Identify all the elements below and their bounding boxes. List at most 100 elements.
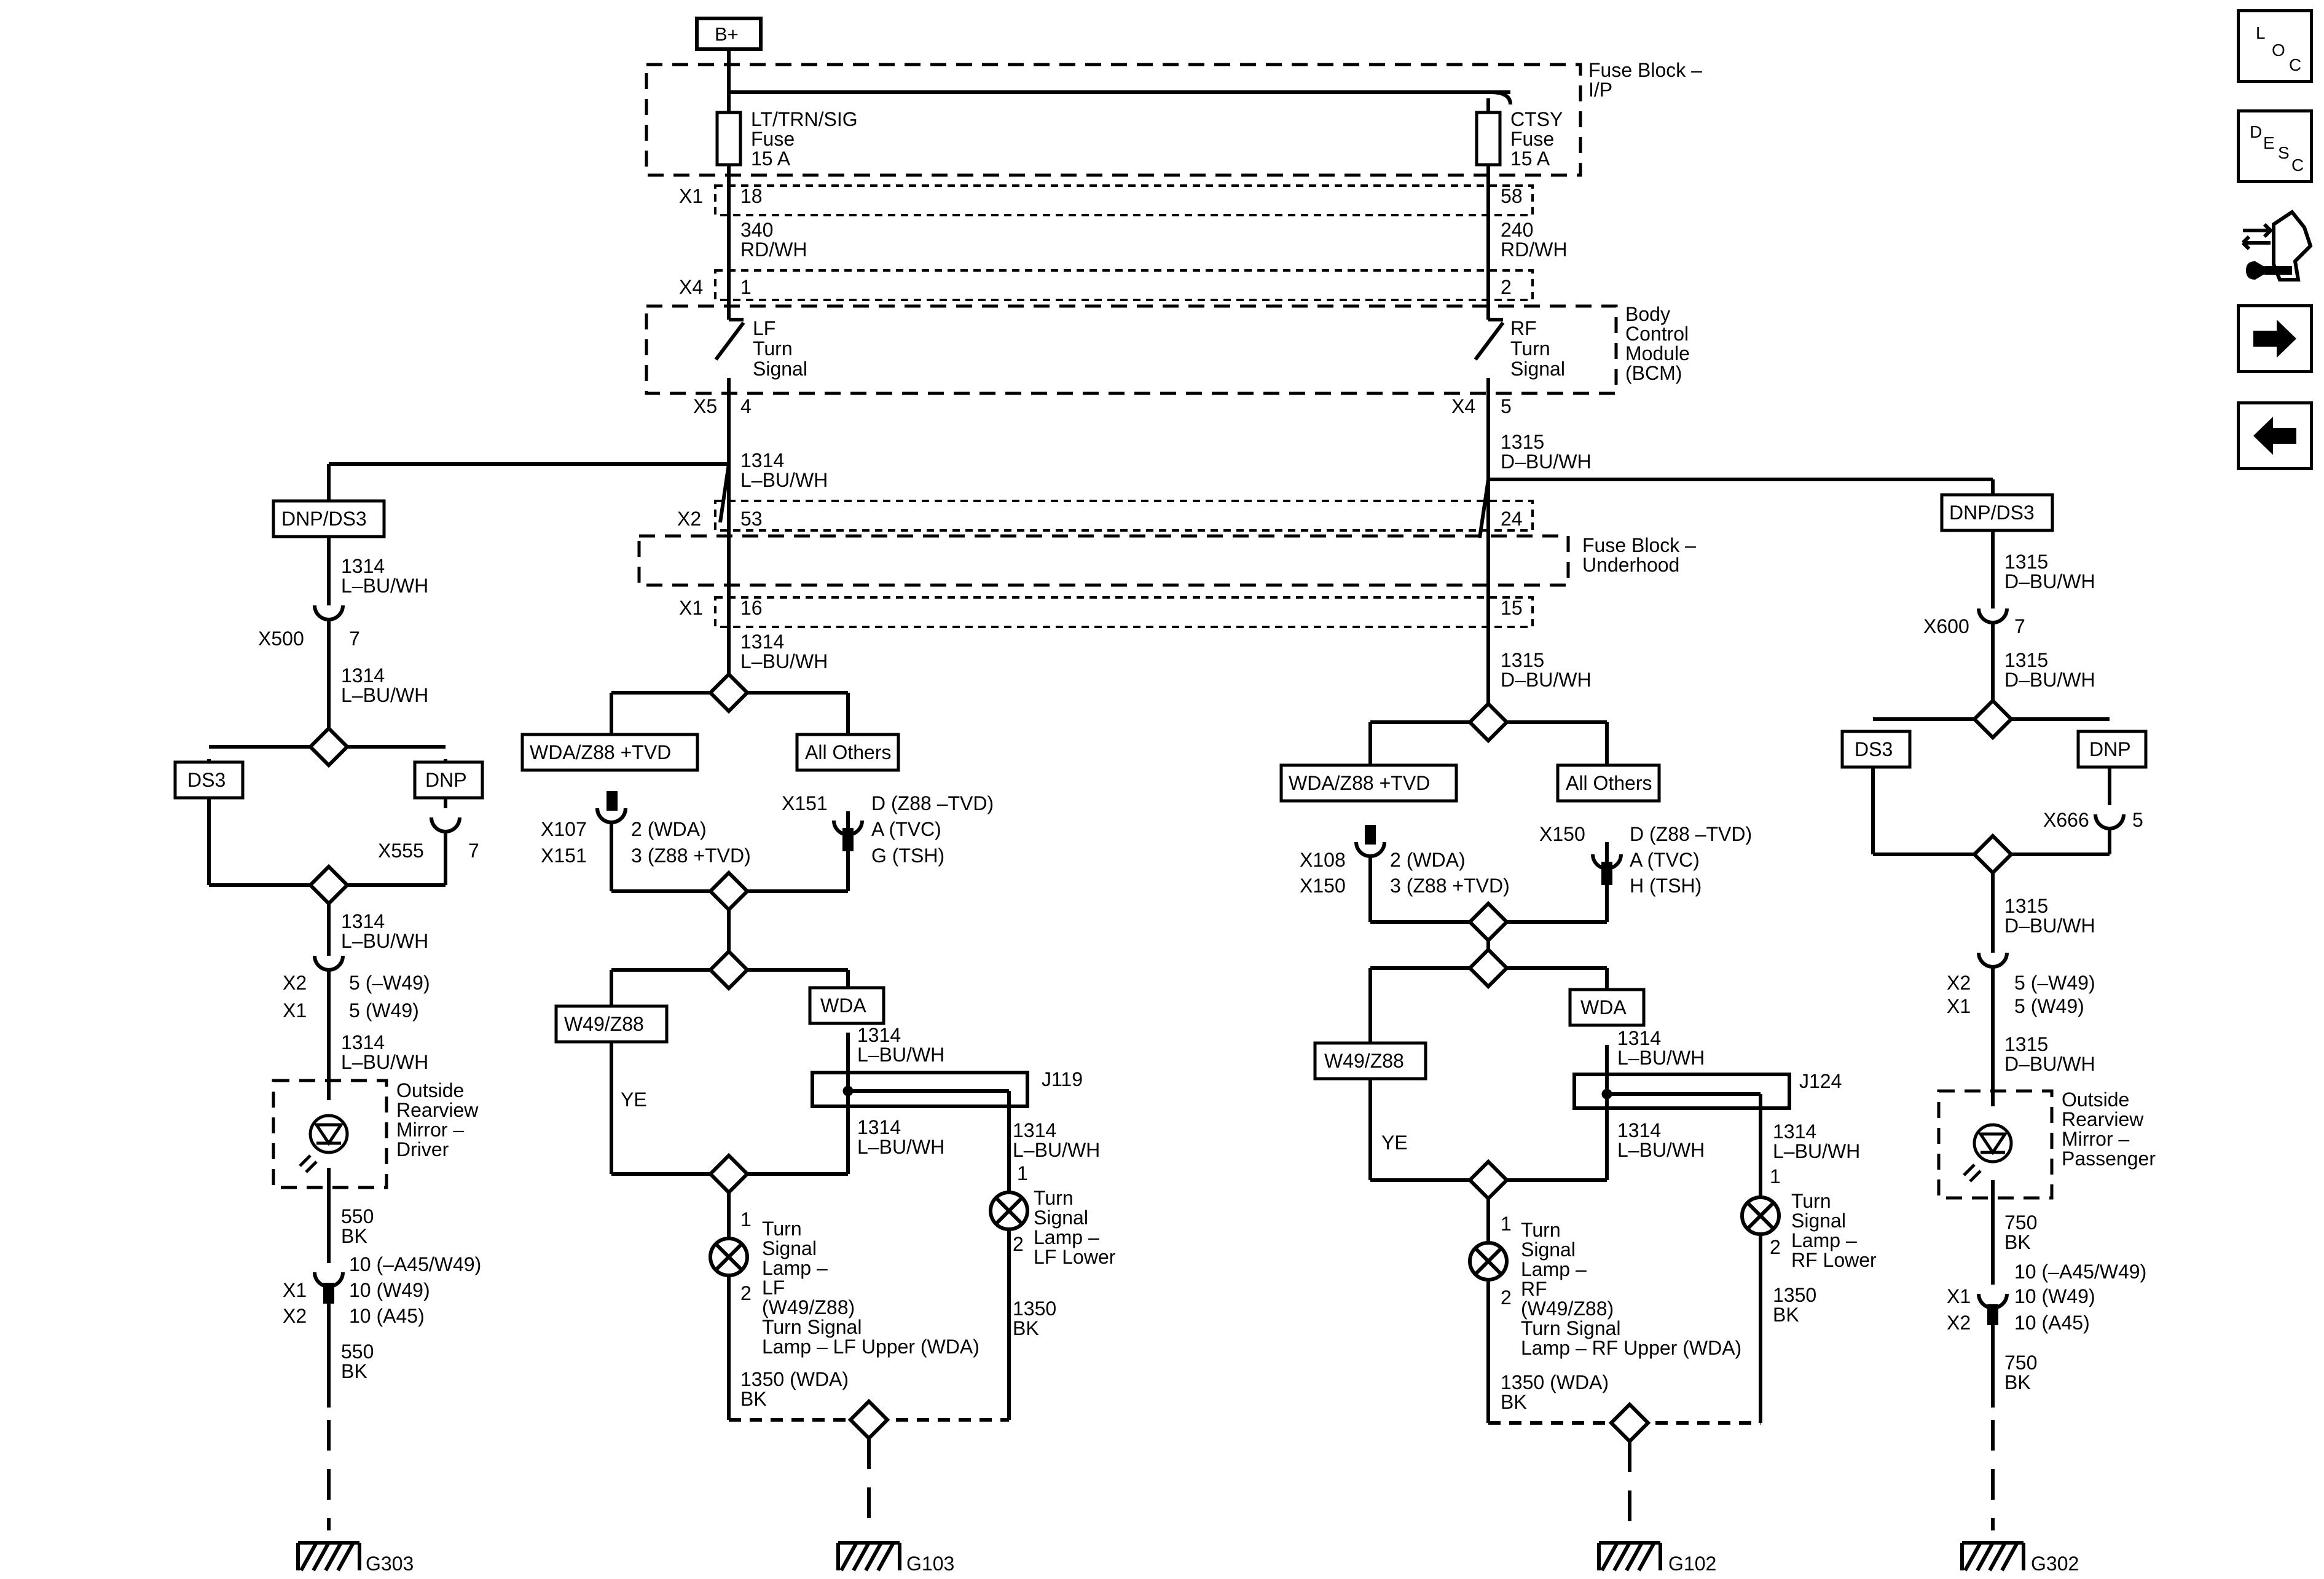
next-page-button[interactable]	[2237, 304, 2313, 373]
conn-label: X1	[1947, 995, 1971, 1017]
wire-number: 1350	[1773, 1284, 1816, 1306]
option-label: WDA	[1580, 996, 1627, 1018]
option-label: DNP/DS3	[1949, 502, 2035, 524]
wire-color: L–BU/WH	[1617, 1047, 1705, 1069]
wire-color: YE	[1381, 1132, 1408, 1154]
pin-label: 3 (Z88 +TVD)	[1390, 875, 1510, 897]
bcm-label: Control	[1625, 323, 1689, 345]
conn-label: X151	[782, 792, 828, 814]
lamp-label: Turn	[1791, 1190, 1831, 1212]
pin-label: 10 (–A45/W49)	[349, 1253, 481, 1275]
prev-page-button[interactable]	[2237, 401, 2313, 470]
fuse-block-uh-label: Fuse Block –	[1582, 534, 1696, 556]
conn-label: X150	[1300, 875, 1346, 897]
wire-number: 750	[2004, 1211, 2037, 1234]
wire-number: 1315	[1501, 431, 1544, 453]
mirror-label: Outside	[396, 1079, 464, 1101]
description-button[interactable]: D E S C	[2237, 109, 2313, 183]
conn-label: X107	[541, 818, 587, 840]
wire-number: 1315	[1501, 649, 1544, 671]
right-mirror-circuit	[1871, 532, 2126, 1530]
lamp-label: LF Lower	[1034, 1246, 1116, 1268]
wire-color: L–BU/WH	[857, 1136, 944, 1158]
arrow-left-icon	[2253, 417, 2296, 455]
conn-label: X5	[693, 395, 717, 417]
wire-color: L–BU/WH	[740, 650, 828, 672]
lf-switch-label: Turn	[753, 337, 793, 360]
component-boxes	[272, 63, 2054, 1200]
pin-label: A (TVC)	[1630, 849, 1700, 871]
ground-label: G303	[366, 1553, 414, 1575]
wire-color: L–BU/WH	[341, 575, 428, 597]
desc-letter: S	[2278, 143, 2290, 162]
desc-letter: D	[2250, 122, 2263, 141]
wire-color: RD/WH	[740, 238, 807, 261]
mirror-lamps	[299, 1114, 2013, 1183]
conn-label: X4	[679, 276, 703, 298]
pin-label: 58	[1501, 185, 1523, 207]
schematic-labels: B+ Fuse Block – I/P LT/TRN/SIG Fuse 15 A…	[187, 23, 2156, 1575]
lamp-label: LF	[762, 1277, 785, 1299]
option-label: DNP	[425, 769, 467, 791]
wire-number: 1314	[341, 1031, 385, 1053]
wire-color: D–BU/WH	[2004, 669, 2095, 691]
conn-label: X555	[378, 840, 424, 862]
wire-number: 1315	[2004, 649, 2048, 671]
pin-label: 5	[2132, 809, 2143, 831]
conn-label: X151	[541, 845, 587, 867]
lamp-label: Turn Signal	[1521, 1317, 1620, 1339]
option-label: DNP	[2089, 738, 2131, 760]
mirror-label: Rearview	[396, 1099, 479, 1121]
wire-number: 240	[1501, 219, 1533, 241]
wire-number: 1350 (WDA)	[1501, 1371, 1609, 1393]
wire-color: BK	[341, 1225, 367, 1247]
wire-color: L–BU/WH	[341, 684, 428, 706]
lamp-label: Turn	[1034, 1187, 1074, 1209]
conn-label: X150	[1539, 823, 1585, 845]
service-tools-button[interactable]	[2237, 203, 2313, 289]
conn-label: X2	[283, 1305, 307, 1327]
pin-label: 7	[349, 628, 360, 650]
pin-label: 2 (WDA)	[631, 818, 707, 840]
lamp-label: Turn Signal	[762, 1316, 862, 1338]
lamp-label: RF Lower	[1791, 1249, 1877, 1271]
pin-label: 1	[1770, 1165, 1781, 1187]
pin-label: 5 (W49)	[2014, 995, 2084, 1017]
arrow-right-icon	[2253, 320, 2296, 358]
conn-label: X1	[283, 1279, 307, 1301]
wire-number: 1314	[740, 631, 784, 653]
wire-number: 1314	[1617, 1119, 1661, 1141]
rf-switch-label: RF	[1510, 317, 1537, 339]
loc-letter: L	[2256, 23, 2266, 42]
pin-label: 2	[1501, 276, 1512, 298]
wire-color: BK	[1501, 1391, 1527, 1413]
ground-symbols	[298, 1543, 2024, 1570]
wire-color: L–BU/WH	[1773, 1140, 1860, 1162]
conn-label: X2	[1947, 1312, 1971, 1334]
conn-label: X108	[1300, 849, 1346, 871]
bcm-label: Body	[1625, 303, 1670, 325]
lamp-label: Lamp –	[1521, 1258, 1587, 1280]
location-button[interactable]: L O C	[2237, 9, 2313, 83]
wire-color: BK	[2004, 1231, 2031, 1253]
mirror-label: Outside	[2062, 1089, 2129, 1111]
fuse-right-type: Fuse	[1510, 128, 1554, 150]
pin-label: D (Z88 –TVD)	[1630, 823, 1752, 845]
pin-label: 7	[468, 840, 479, 862]
pin-label: 5 (W49)	[349, 999, 419, 1022]
pin-label: 24	[1501, 508, 1523, 530]
desc-letter: E	[2263, 133, 2275, 152]
wire-color: L–BU/WH	[341, 1051, 428, 1073]
wire-number: 1314	[1773, 1120, 1816, 1143]
wire-color: BK	[2004, 1371, 2031, 1393]
lamp-label: (W49/Z88)	[1521, 1297, 1614, 1320]
lf-switch-label: Signal	[753, 358, 807, 380]
wire-number: 1314	[857, 1116, 901, 1138]
option-label: W49/Z88	[564, 1013, 644, 1035]
option-label: WDA	[820, 994, 866, 1017]
fuse-block-uh-label: Underhood	[1582, 554, 1679, 576]
mirror-label: Rearview	[2062, 1108, 2144, 1130]
wire-number: 1314	[1013, 1119, 1056, 1141]
lamp-label: Signal	[1791, 1210, 1846, 1232]
mirror-label: Mirror –	[2062, 1128, 2129, 1150]
